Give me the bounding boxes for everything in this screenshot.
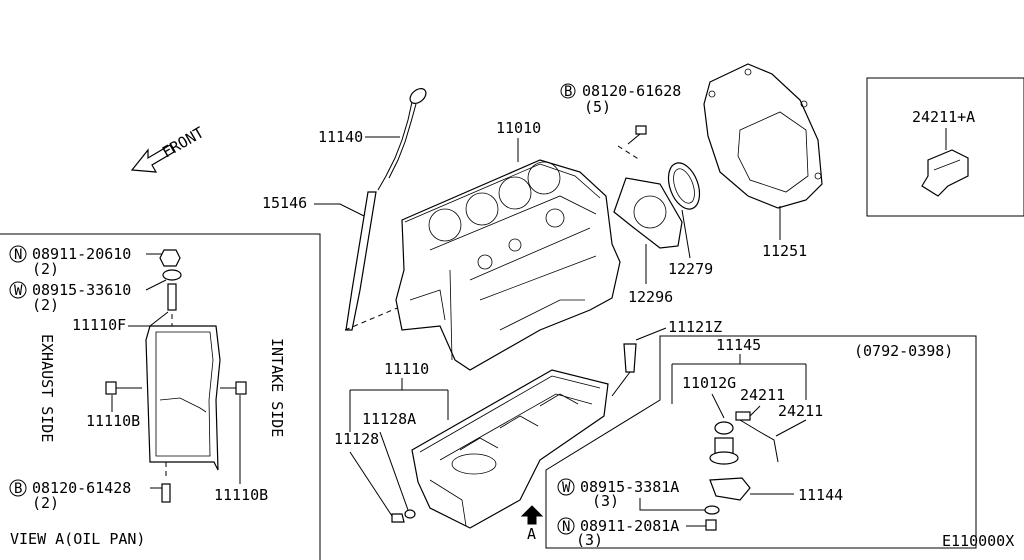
leader-line	[639, 498, 706, 511]
fastener-n2-prefix: N	[562, 519, 570, 535]
fastener-b2-qty: (2)	[32, 494, 59, 512]
circle-n-icon	[9, 245, 27, 263]
fastener-w2-qty: (3)	[592, 492, 619, 510]
part-24211-second-label: 24211	[778, 402, 823, 420]
fastener-w2-prefix: W	[562, 480, 571, 496]
seal-retainer-icon	[613, 177, 683, 249]
part-11140-label: 11140	[318, 128, 363, 146]
nut-icon	[705, 519, 717, 531]
part-11251-label: 11251	[762, 242, 807, 260]
fastener-w2-number: 08915-3381A	[580, 478, 679, 496]
fastener-n1-prefix: N	[14, 247, 22, 263]
front-arrow-icon	[130, 144, 175, 173]
oil-pan-top-view-icon	[145, 314, 221, 480]
part-15146-label: 15146	[262, 194, 307, 212]
bolt-left-icon	[105, 381, 142, 395]
bolt-bottom-icon	[161, 483, 171, 503]
leader-line	[314, 203, 365, 217]
footer-code: E110000X	[942, 532, 1014, 550]
leader-bracket	[349, 378, 449, 432]
fastener-w1-prefix: W	[14, 283, 23, 299]
part-11144-label: 11144	[798, 486, 843, 504]
part-11110f-label: 11110F	[72, 316, 126, 334]
part-11110b-right-label: 11110B	[214, 486, 268, 504]
fastener-n2-number: 08911-2081A	[580, 517, 679, 535]
circle-n-icon	[557, 517, 575, 535]
view-a-frame	[0, 233, 321, 560]
fastener-n1-number: 08911-20610	[32, 245, 131, 263]
part-12296-label: 12296	[628, 288, 673, 306]
part-12279-label: 12279	[668, 260, 713, 278]
nut-washer-icon	[159, 249, 182, 311]
cylinder-block-icon	[395, 159, 621, 371]
exhaust-side-label: EXHAUST SIDE	[38, 334, 56, 442]
part-24211-first-label: 24211	[740, 386, 785, 404]
washer-icon	[704, 505, 720, 515]
part-11121z-label: 11121Z	[668, 318, 722, 336]
circle-b-icon	[9, 479, 27, 497]
part-11010-label: 11010	[496, 119, 541, 137]
view-a-label: VIEW A(OIL PAN)	[10, 530, 145, 548]
date-range-label: (0792-0398)	[854, 342, 953, 360]
leader-line	[349, 451, 393, 517]
fastener-b1-number: 08120-61628	[582, 82, 681, 100]
part-11128a-label: 11128A	[362, 410, 416, 428]
drain-plug-icon	[391, 509, 416, 523]
sensor-assembly-icon	[709, 411, 779, 501]
leader-line	[711, 393, 725, 419]
arrow-a-label: A	[527, 525, 536, 543]
view-arrow-icon	[520, 505, 544, 525]
bolt-right-icon	[220, 381, 247, 395]
leader-line	[379, 431, 409, 511]
part-11145-label: 11145	[716, 336, 761, 354]
fastener-n2-qty: (3)	[576, 531, 603, 549]
leader-line	[775, 419, 807, 437]
intake-side-label: INTAKE SIDE	[268, 338, 286, 437]
fastener-b1-qty: (5)	[584, 98, 611, 116]
oil-pan-icon	[411, 369, 609, 529]
leader-line	[128, 311, 169, 327]
part-11110b-left-label: 11110B	[86, 412, 140, 430]
oil-level-sensor-icon	[611, 343, 637, 397]
leader-dashed	[344, 305, 403, 331]
part-11110-label: 11110	[384, 360, 429, 378]
oil-seal-icon	[667, 162, 701, 210]
sensor-inset-frame	[866, 77, 1024, 217]
front-label: FRONT	[159, 123, 207, 161]
circle-b-icon	[560, 83, 576, 99]
fastener-b2-prefix: B	[14, 481, 22, 497]
leader-bracket	[671, 354, 807, 404]
part-24211a-label: 24211+A	[912, 108, 975, 126]
bolt-icon	[617, 125, 647, 161]
rear-plate-icon	[703, 63, 823, 209]
part-11128-label: 11128	[334, 430, 379, 448]
dipstick-icon	[377, 88, 427, 191]
fastener-w1-number: 08915-33610	[32, 281, 131, 299]
circle-w-icon	[9, 281, 27, 299]
fastener-n1-qty: (2)	[32, 260, 59, 278]
part-11012g-label: 11012G	[682, 374, 736, 392]
sensor-bracket-icon	[921, 149, 969, 197]
circle-w-icon	[557, 478, 575, 496]
leader-line	[635, 327, 667, 341]
leader-line	[145, 279, 167, 291]
fastener-b1-prefix: B	[564, 84, 572, 100]
fastener-w1-qty: (2)	[32, 296, 59, 314]
dipstick-guide-icon	[345, 191, 377, 331]
fastener-b2-number: 08120-61428	[32, 479, 131, 497]
leader-line	[681, 209, 691, 259]
sensor-detail-frame	[545, 335, 977, 549]
